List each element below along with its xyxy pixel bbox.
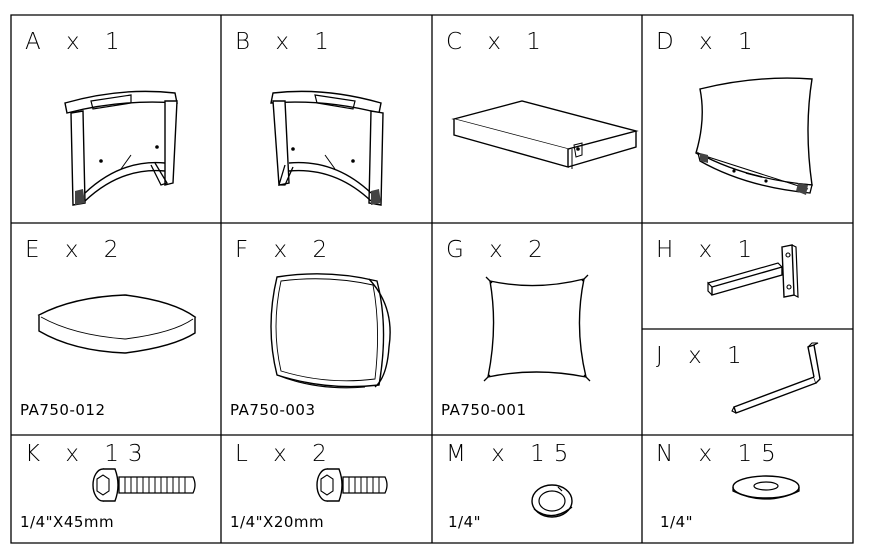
part-cell-b: B x 1 (221, 15, 432, 223)
part-label-g: G x 2 (446, 237, 552, 263)
part-cell-e: E x 2 PA750-012 (11, 223, 221, 435)
part-cell-n: N x 15 1/4" (642, 435, 853, 543)
part-label-k: K x 13 (25, 441, 152, 467)
part-code-g: PA750-001 (441, 401, 527, 419)
part-label-b: B x 1 (235, 29, 338, 55)
mounting-bracket-icon (706, 243, 816, 313)
part-cell-l: L x 2 1/4"X20mm (221, 435, 432, 543)
part-label-j: J x 1 (656, 343, 751, 369)
part-cell-d: D x 1 (642, 15, 853, 223)
part-code-e: PA750-012 (20, 401, 106, 419)
part-label-n: N x 15 (656, 441, 785, 467)
part-cell-c: C x 1 (432, 15, 642, 223)
part-code-m: 1/4" (448, 513, 482, 531)
chair-rear-frame-icon (265, 73, 395, 213)
flat-washer-icon (730, 473, 802, 505)
part-label-h: H x 1 (656, 237, 762, 263)
part-label-d: D x 1 (656, 29, 762, 55)
seat-cushion-icon (33, 287, 203, 377)
part-cell-h: H x 1 (642, 223, 853, 329)
short-bolt-icon (313, 465, 393, 505)
back-cushion-icon (257, 267, 397, 397)
part-code-f: PA750-003 (230, 401, 316, 419)
long-bolt-icon (89, 465, 199, 505)
part-code-n: 1/4" (660, 513, 694, 531)
backrest-panel-icon (686, 69, 826, 195)
part-label-f: F x 2 (235, 237, 337, 263)
part-code-k: 1/4"X45mm (20, 513, 115, 531)
part-code-l: 1/4"X20mm (230, 513, 325, 531)
part-cell-k: K x 13 1/4"X45mm (11, 435, 221, 543)
part-cell-f: F x 2 PA750-003 (221, 223, 432, 435)
chair-front-frame-icon (61, 73, 191, 213)
part-label-a: A x 1 (25, 29, 129, 55)
part-label-m: M x 15 (446, 441, 578, 467)
part-cell-g: G x 2 PA750-001 (432, 223, 642, 435)
throw-pillow-icon (482, 273, 592, 383)
part-cell-a: A x 1 (11, 15, 221, 223)
part-label-l: L x 2 (235, 441, 336, 467)
seat-panel-icon (450, 95, 640, 185)
allen-key-icon (728, 341, 828, 421)
part-cell-m: M x 15 1/4" (432, 435, 642, 543)
part-label-c: C x 1 (446, 29, 550, 55)
part-label-e: E x 2 (25, 237, 128, 263)
part-cell-j: J x 1 (642, 329, 853, 435)
spring-washer-icon (528, 481, 578, 523)
